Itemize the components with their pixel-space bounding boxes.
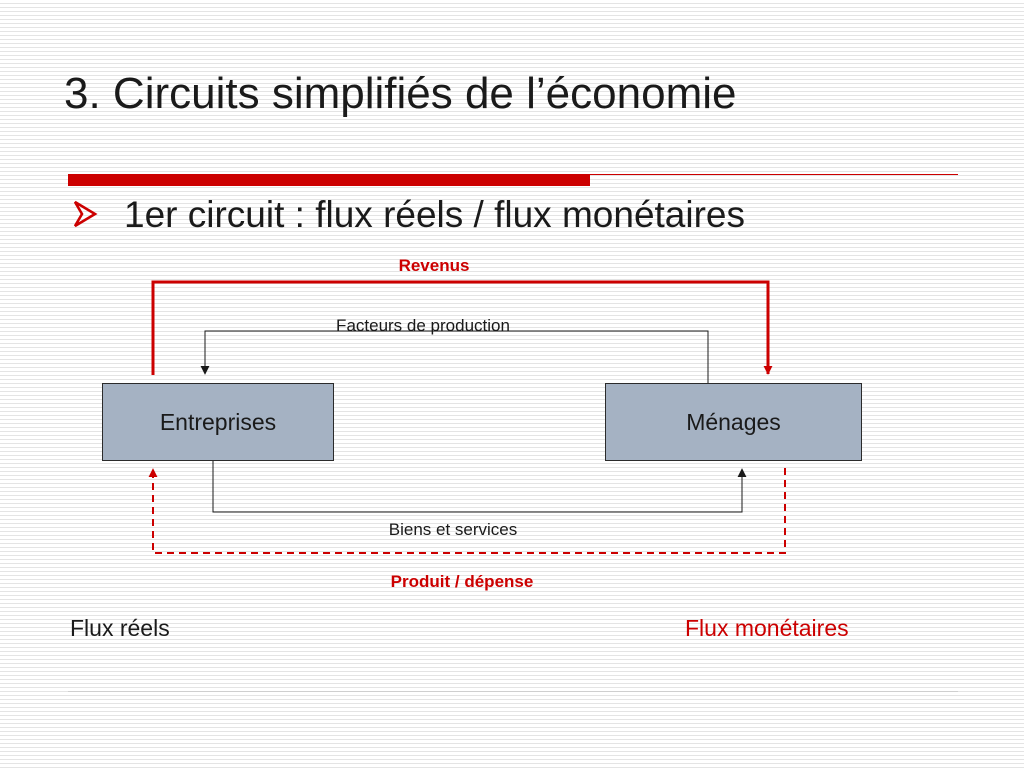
biens-flow-line	[212, 461, 747, 513]
label-facteurs-de-production: Facteurs de production	[336, 316, 510, 335]
title-underline-thick	[68, 175, 590, 186]
revenus-flow-line	[151, 280, 773, 375]
arrowhead-bullet-icon	[73, 200, 98, 228]
produit-flow-line	[148, 468, 786, 554]
label-revenus: Revenus	[398, 256, 470, 275]
bullet-item: 1er circuit : flux réels / flux monétair…	[72, 192, 745, 236]
node-entreprises: Entreprises	[102, 383, 334, 461]
footer-divider	[68, 691, 958, 692]
node-menages: Ménages	[605, 383, 862, 461]
title-underline-thin	[68, 174, 958, 175]
legend-flux-monetaires: Flux monétaires	[685, 615, 849, 641]
label-produit-depense: Produit / dépense	[390, 572, 534, 591]
bullet-text: 1er circuit : flux réels / flux monétair…	[124, 193, 745, 235]
facteurs-flow-line	[200, 330, 709, 383]
title-underline	[68, 172, 958, 186]
label-biens-et-services: Biens et services	[388, 520, 518, 539]
legend-flux-reels: Flux réels	[70, 615, 170, 641]
slide-title: 3. Circuits simplifiés de l’économie	[64, 69, 737, 118]
